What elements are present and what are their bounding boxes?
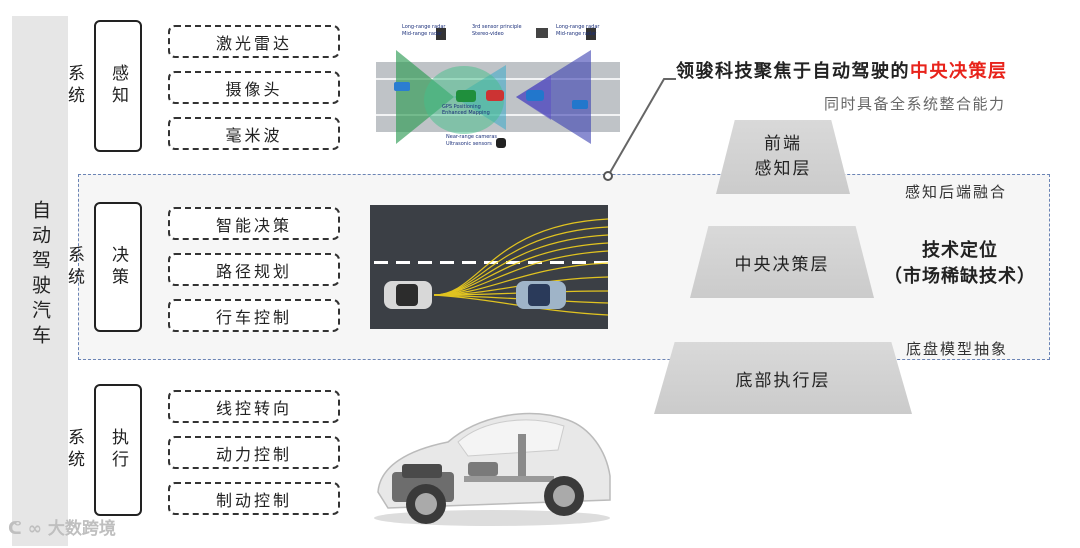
path-planning-image [370,205,608,329]
headline-highlight: 中央决策层 [910,61,1008,82]
item-power-control: 动力控制 [168,436,340,469]
headline: 领骏科技聚焦于自动驾驶的中央决策层 [676,57,1008,83]
perception-system-box: 感知系统 [64,20,142,152]
item-brake-control: 制动控制 [168,482,340,515]
sensor-label-9: Near-range cameras [446,134,497,140]
item-smart-decision: 智能决策 [168,207,340,240]
positioning-line2: （市场稀缺技术） [884,266,1036,287]
watermark: ᕦ ∞ 大数跨境 [8,514,116,539]
positioning-line1: 技术定位 [922,240,998,261]
central-decision-layer: 中央决策层 [690,226,874,298]
front-perception-layer: 前端感知层 [716,120,850,194]
watermark-icon: ᕦ ∞ [8,519,48,539]
item-path-planning: 路径规划 [168,253,340,286]
sensor-label-8: Enhanced Mapping [442,110,490,116]
execution-system-box: 执行系统 [64,384,142,516]
fusion-label: 感知后端融合 [905,183,1008,201]
decision-system-label: 决策系统 [64,245,128,289]
left-bar [12,16,68,546]
chassis-label: 底盘模型抽象 [906,340,1009,358]
item-drive-control: 行车控制 [168,299,340,332]
sensor-label-4: Stereo-video [472,31,504,37]
headline-prefix: 领骏科技聚焦于自动驾驶的 [676,61,910,82]
watermark-text: 大数跨境 [47,519,116,539]
sensor-label-10: Ultrasonic sensors [446,141,492,147]
autonomous-vehicle-label: 自动驾驶汽车 [29,200,51,350]
sensor-coverage-image: Long-range radar Mid-range radar 3rd sen… [376,24,620,148]
subline: 同时具备全系统整合能力 [824,95,1006,113]
sensor-label-5: Long-range radar [556,24,600,30]
decision-system-box: 决策系统 [64,202,142,332]
item-camera: 摄像头 [168,71,340,104]
item-lidar: 激光雷达 [168,25,340,58]
item-steer-by-wire: 线控转向 [168,390,340,423]
item-mmwave: 毫米波 [168,117,340,150]
perception-system-label: 感知系统 [64,64,128,108]
car-chassis-image [374,412,611,526]
execution-system-label: 执行系统 [64,428,128,472]
sensor-label-7: GPS Positioning [442,104,481,110]
bottom-execution-layer: 底部执行层 [654,342,912,414]
sensor-label-2: Mid-range radar [402,31,443,37]
sensor-label-6: Mid-range radar [556,31,597,37]
sensor-label-3: 3rd sensor principle [472,24,522,30]
front-layer-line2: 感知层 [754,159,812,179]
front-layer-line1: 前端 [764,134,802,154]
positioning-label: 技术定位 （市场稀缺技术） [880,238,1040,290]
sensor-label-1: Long-range radar [402,24,446,30]
